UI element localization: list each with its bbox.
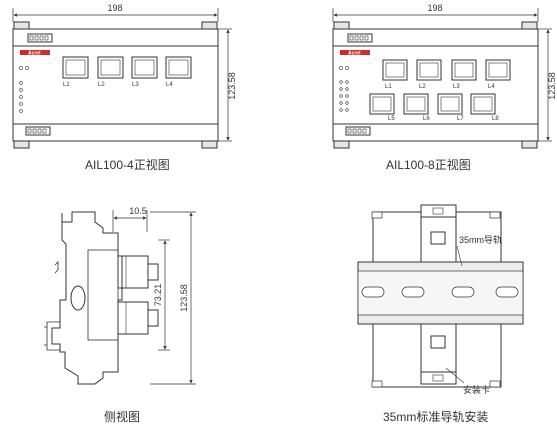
rail-leader-line bbox=[456, 245, 463, 267]
clip-leader-line bbox=[445, 367, 465, 384]
relay-label-l4: L4 bbox=[166, 82, 173, 88]
rail-mount-labels: 35mm导轨 安装卡 bbox=[459, 234, 502, 395]
front-view-ail100-8-labels: 198 123.58 Acrel L1 L2 L3 L4 L5 L6 L7 L8 bbox=[348, 3, 557, 122]
relay-label-l2: L2 bbox=[98, 82, 105, 88]
side-view bbox=[44, 210, 196, 385]
relay-windows-bottom bbox=[369, 93, 496, 115]
width-label: 198 bbox=[427, 3, 442, 13]
side-relay-block-bottom bbox=[117, 301, 149, 335]
side-view-labels: 10.5 73.21 123.58 bbox=[129, 206, 189, 312]
relay-windows bbox=[62, 56, 192, 79]
top-terminal-block bbox=[347, 33, 373, 43]
bottom-terminal-block bbox=[25, 126, 51, 136]
relay-label-l1: L1 bbox=[385, 84, 392, 90]
front-view-ail100-4 bbox=[12, 8, 232, 149]
total-height-label: 123.58 bbox=[179, 284, 189, 312]
width-label: 198 bbox=[107, 3, 122, 13]
front-view-ail100-4-labels: 198 123.58 Acrel L1 L2 L3 L4 bbox=[28, 3, 237, 100]
brand-text: Acrel bbox=[28, 51, 41, 57]
inner-height-label: 73.21 bbox=[153, 284, 163, 307]
rail-label: 35mm导轨 bbox=[459, 234, 502, 245]
clip-label: 安装卡 bbox=[463, 384, 490, 395]
rail-mount-view bbox=[357, 204, 524, 388]
relay-label-l5: L5 bbox=[388, 116, 395, 122]
brand-text: Acrel bbox=[348, 51, 361, 57]
relay-label-l4: L4 bbox=[488, 84, 495, 90]
caption-front-ail100-8: AIL100-8正视图 bbox=[386, 158, 471, 172]
relay-label-l6: L6 bbox=[423, 116, 430, 122]
relay-label-l7: L7 bbox=[457, 116, 464, 122]
caption-rail-mount: 35mm标准导轨安装 bbox=[383, 410, 489, 424]
depth-label: 10.5 bbox=[129, 206, 147, 216]
side-housing-outline bbox=[51, 211, 123, 385]
caption-side-view: 侧视图 bbox=[104, 410, 141, 424]
relay-label-l1: L1 bbox=[63, 82, 70, 88]
height-label: 123.58 bbox=[547, 72, 557, 100]
front-view-ail100-8 bbox=[332, 8, 552, 149]
module-body bbox=[12, 28, 219, 142]
caption-front-ail100-4: AIL100-4正视图 bbox=[85, 158, 170, 172]
relay-label-l3: L3 bbox=[453, 84, 460, 90]
height-label: 123.58 bbox=[227, 72, 237, 100]
relay-windows-top bbox=[382, 59, 511, 81]
side-oval-opening bbox=[70, 285, 86, 311]
relay-label-l3: L3 bbox=[132, 82, 139, 88]
relay-label-l2: L2 bbox=[419, 84, 426, 90]
brand-logo bbox=[340, 50, 370, 55]
relay-label-l8: L8 bbox=[492, 116, 499, 122]
module-body bbox=[332, 28, 539, 142]
brand-logo bbox=[20, 50, 50, 55]
top-terminal-block bbox=[27, 33, 53, 43]
bottom-terminal-block bbox=[345, 126, 371, 136]
